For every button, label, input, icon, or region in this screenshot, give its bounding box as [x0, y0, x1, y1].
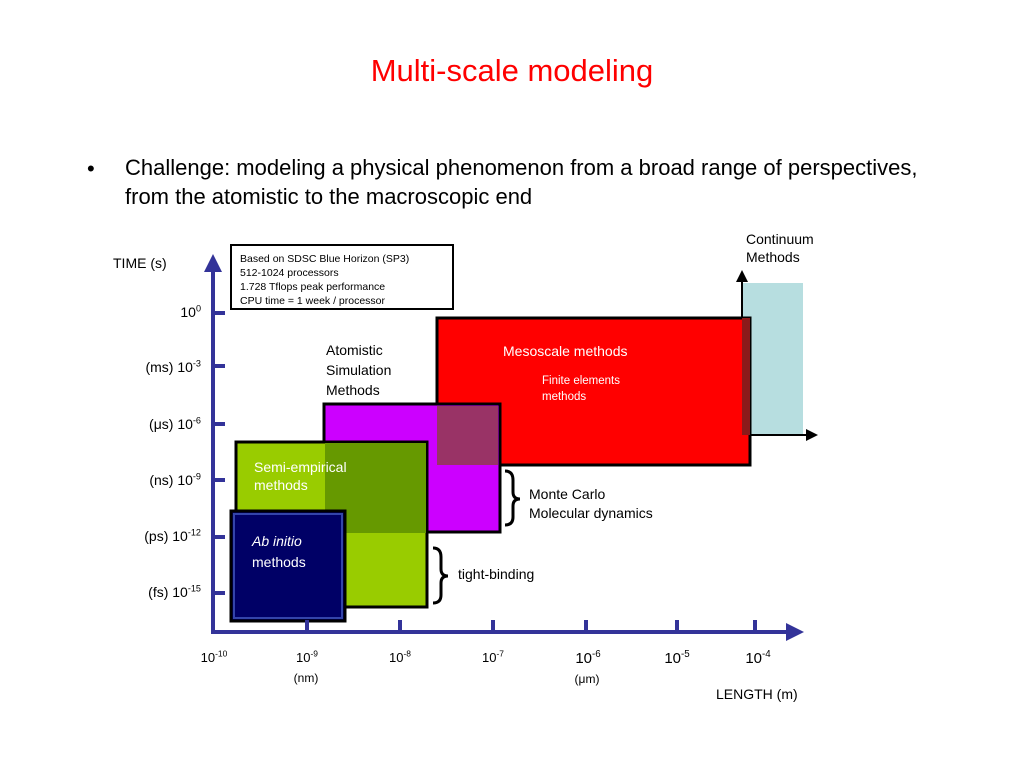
- note-line: Based on SDSC Blue Horizon (SP3): [240, 253, 410, 265]
- mesoscale-label: Mesoscale methods: [503, 343, 628, 359]
- x-tick-label: 10-10: [200, 648, 228, 665]
- y-tick-label: (ns) 10-9: [149, 471, 201, 488]
- atomistic-mesoscale-overlap: [437, 406, 498, 465]
- finite-elements-label: Finite elements methods: [542, 375, 620, 403]
- continuum-x-arrow: [806, 429, 818, 441]
- note-line: 1.728 Tflops peak performance: [240, 281, 386, 293]
- y-axis-arrow: [204, 254, 222, 272]
- y-tick-label: (ms) 10-3: [145, 358, 201, 375]
- y-tick-label: (ps) 10-12: [144, 527, 201, 544]
- x-tick-sublabel-nm: (nm): [293, 671, 319, 685]
- x-tick-label: 10-5: [664, 649, 690, 667]
- slide-title: Multi-scale modeling: [370, 53, 654, 88]
- hardware-note-box: Based on SDSC Blue Horizon (SP3) 512-102…: [230, 244, 454, 310]
- x-tick-label: 10-4: [745, 649, 771, 667]
- x-tick-label: 10-9: [296, 648, 318, 665]
- mesoscale-region: [435, 316, 752, 467]
- x-tick-label: 10-8: [389, 648, 411, 665]
- ab-initio-region: [229, 509, 347, 623]
- y-tick-label: 100: [180, 303, 201, 320]
- note-line: 512-1024 processors: [240, 267, 339, 279]
- tight-binding-label: tight-binding: [458, 566, 535, 582]
- monte-carlo-brace: [504, 469, 521, 527]
- continuum-label: Continuum Methods: [746, 231, 814, 265]
- x-axis-title: LENGTH (m): [716, 686, 798, 702]
- bullet-marker: •: [87, 156, 95, 181]
- continuum-y-arrow: [736, 270, 748, 282]
- tight-binding-brace: [432, 546, 449, 605]
- atomistic-label: Atomistic Simulation Methods: [326, 342, 392, 398]
- x-tick-label: 10-7: [482, 648, 504, 665]
- continuum-region: [742, 283, 803, 435]
- ab-initio-label: Ab initio methods: [252, 533, 306, 570]
- y-tick-label: (μs) 10-6: [149, 415, 201, 432]
- x-axis-arrow: [786, 623, 804, 641]
- x-tick-sublabel-um: (μm): [574, 672, 600, 686]
- mesoscale-continuum-overlap: [742, 318, 750, 435]
- ab-initio-inner: [233, 513, 343, 619]
- note-line: CPU time = 1 week / processor: [240, 295, 386, 307]
- y-tick-label: (fs) 10-15: [148, 583, 201, 600]
- monte-carlo-label: Monte Carlo Molecular dynamics: [529, 486, 653, 521]
- semi-empirical-label: Semi-empirical methods: [254, 459, 347, 493]
- y-axis-title: TIME (s): [113, 255, 167, 271]
- bullet-text: Challenge: modeling a physical phenomeno…: [125, 155, 918, 209]
- x-tick-label: 10-6: [575, 649, 601, 667]
